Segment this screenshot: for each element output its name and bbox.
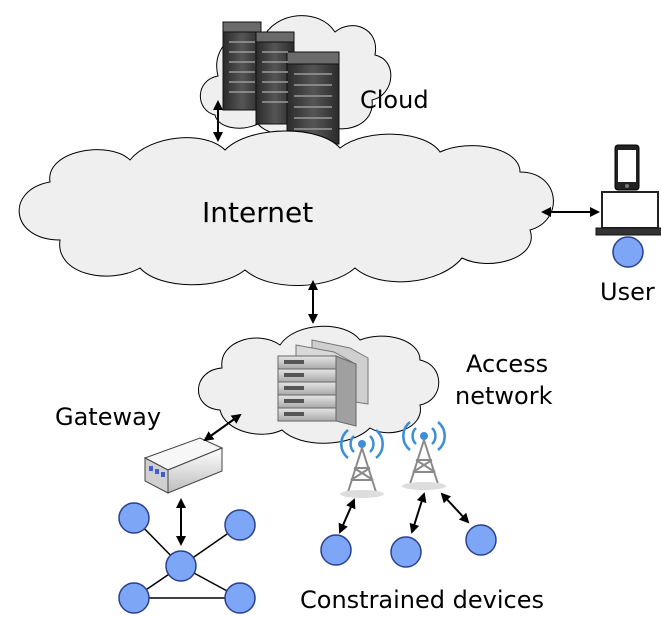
internet-label: Internet — [202, 196, 313, 229]
tower-device-link — [409, 492, 427, 534]
device-node — [224, 509, 256, 541]
tower-device-link — [338, 498, 356, 534]
access-network-label-line1: Access — [466, 350, 548, 378]
tower-device-link — [440, 492, 470, 524]
laptop-icon — [595, 191, 661, 236]
rack-server-icon — [277, 339, 369, 427]
smartphone-icon — [614, 144, 640, 191]
radio-tower-icon — [340, 429, 384, 498]
constrained-device-node — [320, 534, 352, 566]
mesh-network — [118, 502, 256, 614]
device-node — [224, 582, 256, 614]
gateway-box-icon — [143, 437, 224, 494]
constrained-device-node — [465, 524, 497, 556]
gateway-access-link — [203, 413, 242, 442]
user-label: User — [600, 278, 655, 306]
user-node — [612, 236, 644, 268]
device-node — [118, 582, 150, 614]
gateway-label: Gateway — [55, 403, 161, 431]
cloud-shape-internet — [18, 130, 554, 286]
constrained-devices-label: Constrained devices — [300, 586, 544, 614]
server-rack-icon — [222, 21, 340, 145]
constrained-device-node — [390, 536, 422, 568]
device-node — [165, 550, 197, 582]
access-network-label-line2: network — [455, 382, 553, 410]
radio-tower-icon — [402, 421, 446, 490]
device-node — [118, 502, 150, 534]
cloud-label: Cloud — [360, 86, 429, 114]
